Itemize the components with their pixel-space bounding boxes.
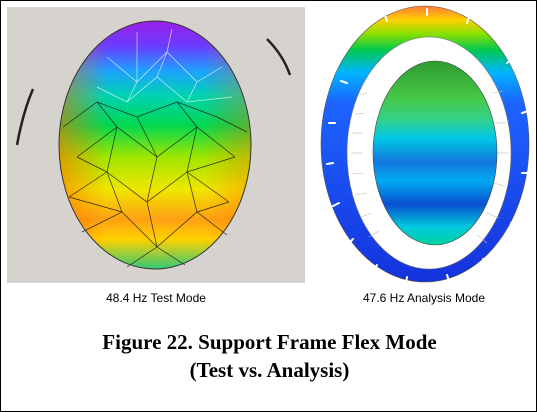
ring-tick-marks xyxy=(326,8,529,284)
test-mesh-upper xyxy=(96,28,233,103)
figure-title-line2: (Test vs. Analysis) xyxy=(189,358,350,382)
analysis-mode-plot xyxy=(307,3,533,285)
frame-hatching xyxy=(351,90,509,244)
analysis-mode-model xyxy=(320,5,530,284)
test-mode-plot xyxy=(7,7,305,283)
test-mode-caption: 48.4 Hz Test Mode xyxy=(106,291,206,305)
analysis-mode-caption: 47.6 Hz Analysis Mode xyxy=(362,291,486,305)
test-mesh-lines xyxy=(62,101,248,268)
figure-title-line1: Figure 22. Support Frame Flex Mode xyxy=(102,330,437,354)
figure-title: Figure 22. Support Frame Flex Mode (Test… xyxy=(1,328,537,384)
left-support-arc xyxy=(15,88,35,146)
test-outline xyxy=(58,20,252,270)
right-support-arc xyxy=(266,38,292,76)
test-mode-mesh xyxy=(15,20,292,270)
inner-plate xyxy=(372,60,498,246)
